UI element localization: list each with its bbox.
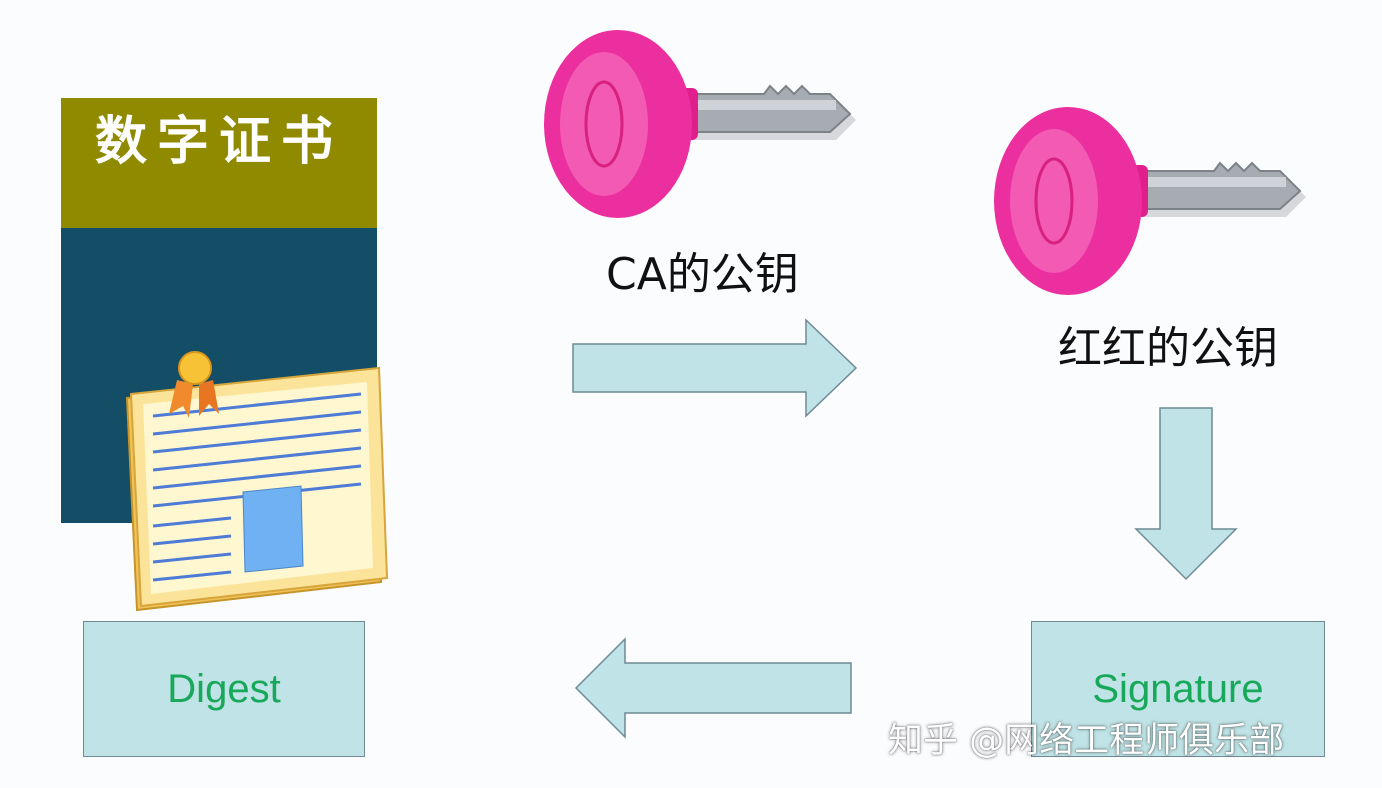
key-icon [994, 107, 1306, 295]
arrow-down-icon [1134, 407, 1238, 581]
digest-box: Digest [83, 621, 365, 757]
certificate-document-icon [125, 351, 389, 612]
ca-public-key-label: CA的公钥 [606, 249, 799, 300]
certificate-header [61, 98, 377, 228]
watermark: 知乎 @网络工程师俱乐部 [888, 721, 1285, 761]
digital-certificate: 数字证书 [61, 98, 389, 612]
arrow-right-icon [572, 318, 858, 418]
key-icon [544, 30, 856, 218]
honghong-public-key-label: 红红的公钥 [1058, 323, 1278, 374]
certificate-title: 数字证书 [94, 112, 343, 172]
signature-box: Signature [1031, 621, 1325, 757]
arrow-left-icon [574, 637, 852, 739]
